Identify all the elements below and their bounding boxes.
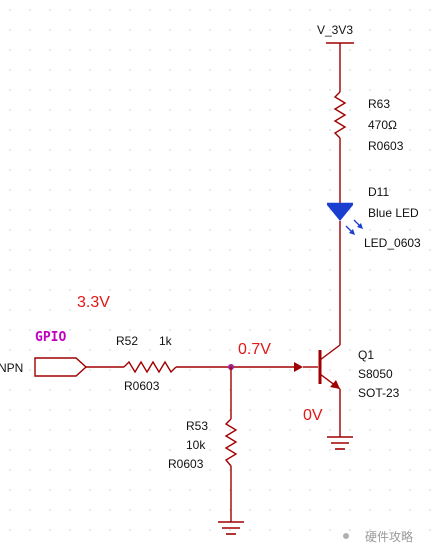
emitter-arrow-icon <box>330 380 340 389</box>
power-port-v3v3: V_3V3 <box>317 23 354 92</box>
annotation-base-voltage: 0.7V <box>238 341 271 358</box>
ground-icon <box>327 436 353 450</box>
gpio-label: GPIO <box>35 330 66 345</box>
gpio-net-name: NPN <box>0 361 23 375</box>
resistor-r52: R52 1k R0603 <box>116 334 177 393</box>
q1-value: S8050 <box>358 367 393 381</box>
r63-value: 470Ω <box>368 118 397 132</box>
annotation-gpio-voltage: 3.3V <box>77 294 110 311</box>
q1-ref: Q1 <box>358 348 374 362</box>
r53-ref: R53 <box>186 419 208 433</box>
resistor-r53: R53 10k R0603 <box>168 418 238 471</box>
r52-ref: R52 <box>116 334 138 348</box>
gpio-net-port: GPIO NPN <box>0 330 88 377</box>
led-d11: D11 Blue LED LED_0603 <box>327 185 421 345</box>
annotation-emitter-voltage: 0V <box>303 407 323 424</box>
watermark: 硬件攻略 <box>343 529 413 544</box>
d11-package: LED_0603 <box>364 236 421 250</box>
watermark-text: 硬件攻略 <box>365 529 413 544</box>
power-net-label: V_3V3 <box>317 23 353 37</box>
r63-package: R0603 <box>368 139 404 153</box>
r63-ref: R63 <box>368 97 390 111</box>
resistor-r63: R63 470Ω R0603 <box>333 91 404 203</box>
transistor-q1: Q1 S8050 SOT-23 <box>303 344 400 437</box>
r53-value: 10k <box>186 438 206 452</box>
ground-icon <box>218 521 244 535</box>
r52-package: R0603 <box>124 379 160 393</box>
r52-value: 1k <box>159 334 173 348</box>
q1-package: SOT-23 <box>358 386 400 400</box>
led-emission-arrows-icon <box>345 219 363 235</box>
r53-package: R0603 <box>168 457 204 471</box>
d11-ref: D11 <box>368 185 389 199</box>
d11-value: Blue LED <box>368 206 419 220</box>
watermark-logo-icon <box>343 533 349 539</box>
base-current-arrow-icon <box>294 362 303 372</box>
